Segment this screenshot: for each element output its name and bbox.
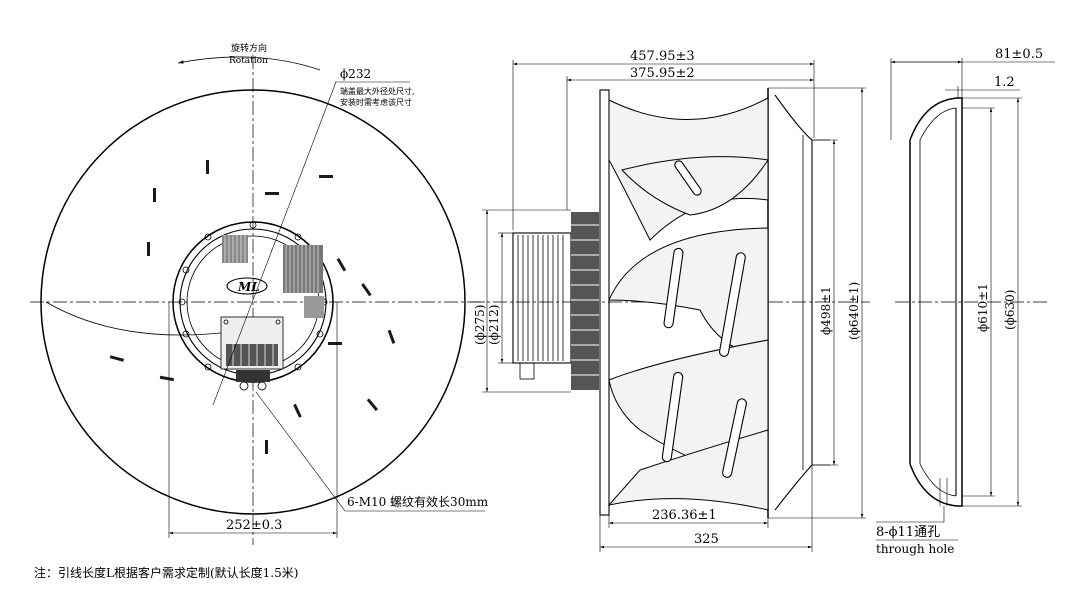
overall-length-label: 457.95±3 bbox=[630, 49, 695, 64]
impeller-outer-circle bbox=[40, 89, 466, 515]
ring-dia-630-label: (ϕ630) bbox=[1003, 290, 1017, 330]
heatsink-fins bbox=[224, 235, 319, 293]
blade-edge-arc bbox=[45, 301, 231, 336]
ring-holes-en: through hole bbox=[876, 542, 954, 556]
endcap-dia-label: ϕ232 bbox=[340, 67, 371, 81]
junction-terminals bbox=[226, 344, 278, 366]
endcap-note-2: 安装时需考虑该尺寸 bbox=[340, 97, 412, 107]
thread-leader bbox=[255, 391, 346, 512]
terminal-lines bbox=[232, 344, 274, 366]
depth-236-label: 236.36±1 bbox=[652, 508, 717, 523]
bolt-circle-label: 252±0.3 bbox=[226, 518, 282, 533]
rotation-label-cn: 旋转方向 bbox=[231, 42, 267, 54]
inlet-cone bbox=[774, 94, 813, 511]
motor-fins-side bbox=[517, 235, 564, 361]
ring-width-label: 81±0.5 bbox=[995, 47, 1043, 62]
impeller-length-label: 375.95±2 bbox=[630, 66, 695, 81]
motor-flange-fins bbox=[571, 224, 599, 376]
dia-275-label: (ϕ275) bbox=[473, 305, 487, 345]
logo-text: ML bbox=[237, 280, 260, 294]
ring-thickness-label: 1.2 bbox=[994, 75, 1015, 90]
heatsink-blocks bbox=[222, 235, 324, 318]
blade-slots bbox=[661, 160, 747, 478]
dia-640-label: (ϕ640±1) bbox=[847, 282, 861, 340]
footnote: 注：引线长度L根据客户需求定制(默认长度1.5米) bbox=[34, 565, 298, 580]
logo-ellipse bbox=[226, 277, 268, 295]
impeller-blades bbox=[607, 97, 769, 511]
blade-marks bbox=[109, 160, 396, 454]
thread-note: 6-M10 螺纹有效长30mm bbox=[347, 494, 489, 509]
dia-498-label: ϕ498±1 bbox=[819, 286, 833, 335]
motor-body-side bbox=[512, 232, 572, 364]
ring-dia-610-label: ϕ610±1 bbox=[976, 283, 990, 332]
cable-glands bbox=[236, 370, 270, 382]
impeller-front-plate bbox=[599, 89, 610, 516]
dia-212-label: (ϕ212) bbox=[487, 305, 501, 345]
endcap-note-1: 端盖最大外径处尺寸, bbox=[340, 86, 415, 96]
depth-325-label: 325 bbox=[694, 532, 719, 547]
inlet-ring-view: 81±0.5 1.2 ϕ610±1 (ϕ630) 8-ϕ11通孔 through… bbox=[876, 47, 1055, 556]
motor-flange-side bbox=[571, 212, 599, 390]
rotation-label-en: Rotation bbox=[229, 56, 268, 66]
ring-holes-label: 8-ϕ11通孔 bbox=[876, 525, 940, 540]
front-view: ML 旋转方向 Rotation ϕ232 端盖最大外径处尺寸, 安装时需考虑该… bbox=[30, 42, 489, 545]
rotation-arrow bbox=[177, 56, 321, 71]
side-view: 457.95±3 375.95±2 (ϕ275) (ϕ212) ϕ498±1 (… bbox=[470, 49, 870, 552]
endcap-leader bbox=[212, 81, 337, 406]
